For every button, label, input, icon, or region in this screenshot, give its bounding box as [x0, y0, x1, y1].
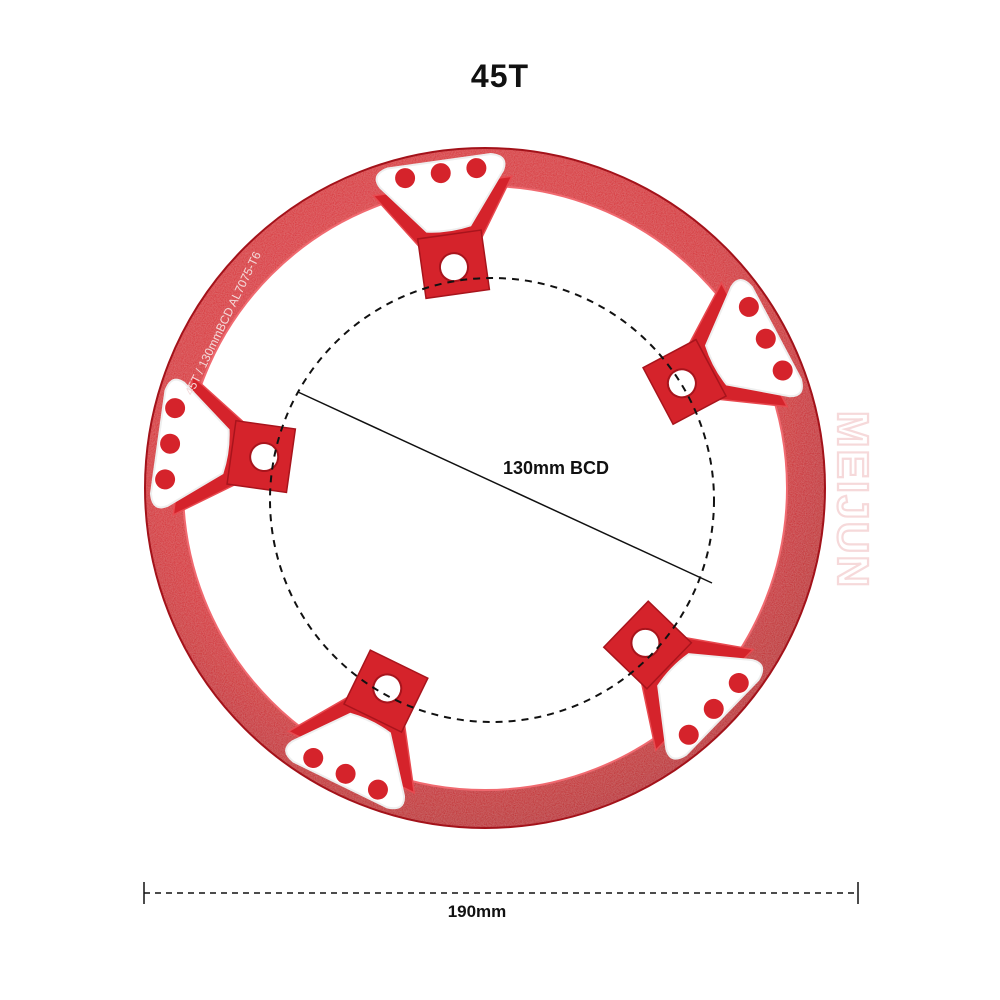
guard-arm-1: [371, 152, 514, 300]
lightening-hole: [738, 296, 759, 317]
bolt-tab: [642, 338, 728, 426]
lightening-hole: [430, 163, 451, 184]
diameter-label: 190mm: [448, 902, 507, 921]
bolt-hole: [630, 627, 661, 658]
lightening-hole: [395, 168, 416, 189]
bcd-circle: [269, 277, 715, 723]
svg-text:MEIJUN: MEIJUN: [828, 411, 877, 589]
guard-arm-2: [642, 279, 803, 426]
guard-outer-edge: [144, 147, 826, 829]
lightening-hole: [160, 433, 181, 454]
guard-ring: [145, 148, 826, 829]
page-title: 45T: [470, 58, 530, 94]
lightening-hole: [303, 748, 324, 769]
bolt-hole: [372, 673, 403, 704]
bcd-label: 130mm BCD: [503, 458, 609, 478]
lightening-hole: [755, 328, 776, 349]
lightening-hole: [678, 724, 699, 745]
lightening-hole: [335, 763, 356, 784]
lightening-hole: [728, 673, 749, 694]
lightening-hole: [703, 698, 724, 719]
lightening-hole: [155, 469, 176, 490]
lightening-hole: [367, 779, 388, 800]
bolt-hole: [249, 441, 280, 472]
bolt-hole: [438, 252, 469, 283]
lightening-hole: [772, 360, 793, 381]
bolt-hole: [666, 368, 697, 399]
brand-logo: MEIJUN: [827, 410, 878, 590]
guard-arm-4: [285, 649, 429, 810]
lightening-hole: [466, 158, 487, 179]
guard-arm-3: [602, 600, 764, 760]
lightening-hole: [165, 398, 186, 419]
bcd-diameter-line: [297, 391, 713, 584]
